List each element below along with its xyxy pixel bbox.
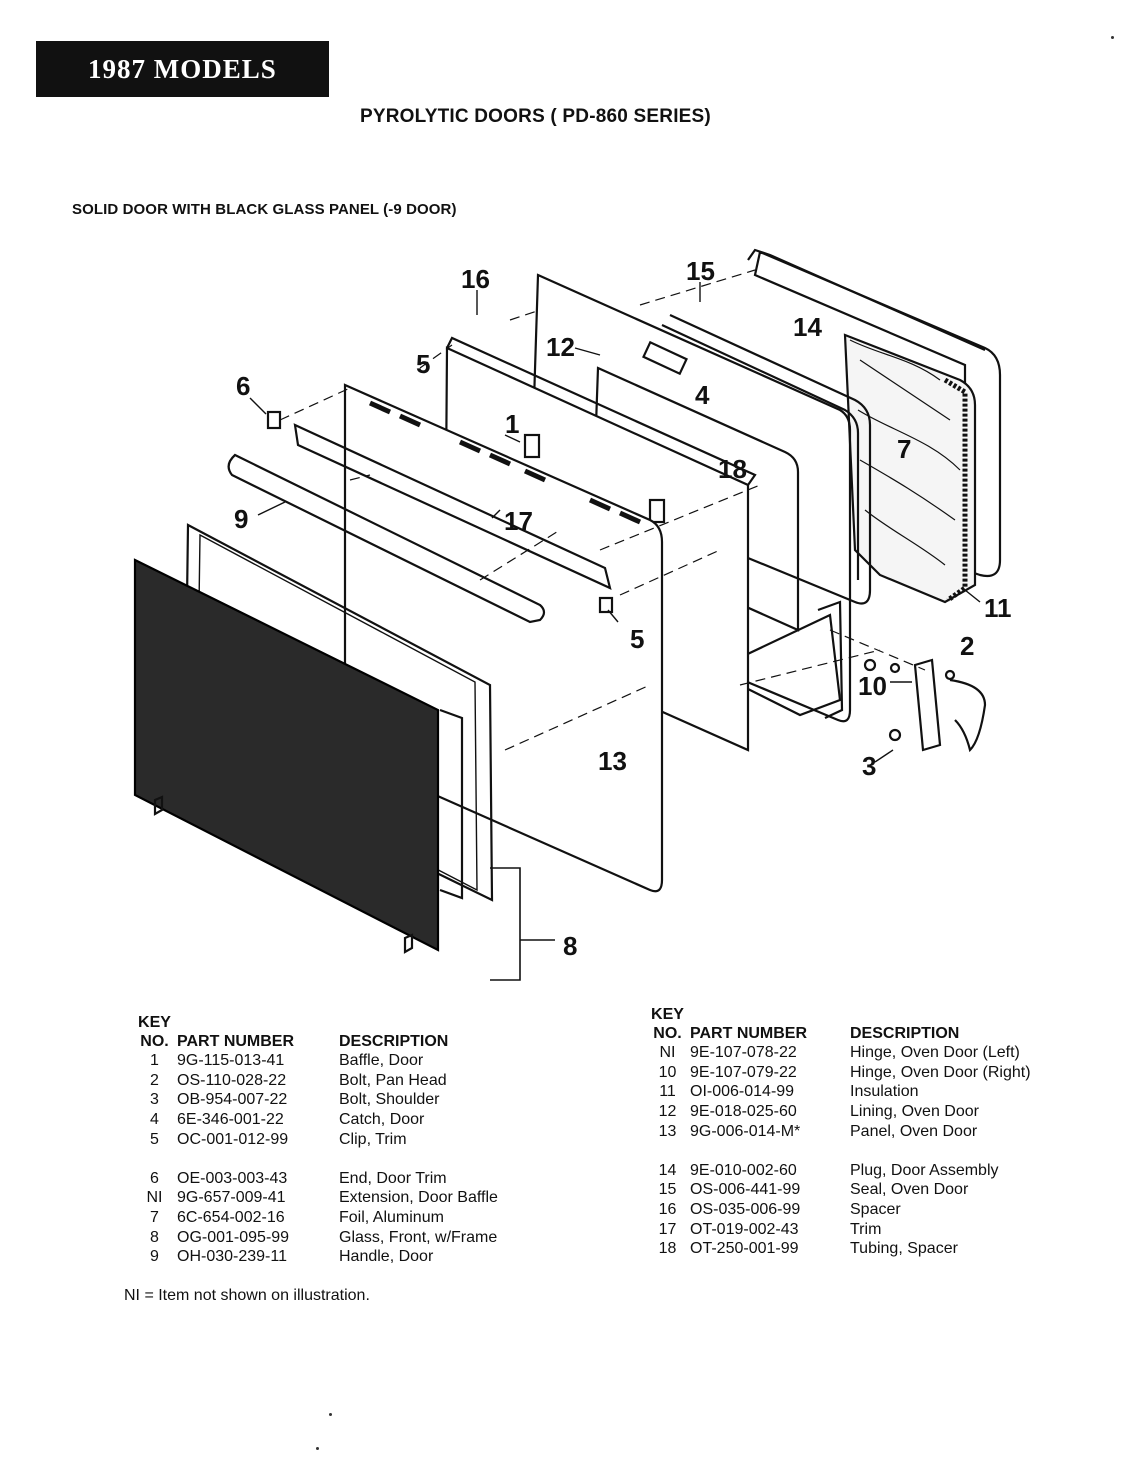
part-door-lining-window bbox=[590, 366, 800, 632]
callout-8: 8 bbox=[563, 931, 577, 961]
part-door-plug-inner bbox=[747, 248, 986, 352]
description-header: DESCRIPTION bbox=[850, 1025, 960, 1042]
part-door-seal bbox=[669, 314, 872, 605]
part-door-handle bbox=[227, 453, 546, 624]
scan-speck bbox=[329, 1413, 332, 1416]
callout-17: 17 bbox=[504, 506, 533, 536]
part-hinge-right bbox=[913, 658, 942, 752]
part-insulation-edge bbox=[943, 377, 968, 603]
callout-4: 4 bbox=[695, 380, 710, 410]
callout-3: 3 bbox=[862, 751, 876, 781]
callout-12: 12 bbox=[546, 332, 575, 362]
callout-5-bottom: 5 bbox=[630, 624, 644, 654]
part-insulation bbox=[843, 333, 977, 604]
callout-18: 18 bbox=[718, 454, 747, 484]
callout-16: 16 bbox=[461, 264, 490, 294]
part-door-plug bbox=[753, 250, 1002, 578]
part-trim bbox=[293, 423, 612, 590]
callout-5-top: 5 bbox=[416, 349, 430, 379]
part-number-header: PART NUMBER bbox=[177, 1033, 295, 1050]
diagram-callouts: 16 15 14 12 4 5 6 1 18 7 9 17 5 11 2 10 … bbox=[234, 256, 1012, 961]
scan-speck bbox=[1111, 36, 1114, 39]
banner-text: 1987 MODELS bbox=[88, 54, 277, 84]
callout-14: 14 bbox=[793, 312, 822, 342]
callout-2: 2 bbox=[960, 631, 974, 661]
description-header: DESCRIPTION bbox=[339, 1033, 449, 1050]
part-door-lining bbox=[526, 273, 852, 723]
callout-11: 11 bbox=[984, 593, 1012, 623]
callout-1: 1 bbox=[505, 409, 519, 439]
part-front-glass bbox=[133, 558, 440, 952]
part-trim-clip bbox=[598, 596, 614, 614]
footnote: NI = Item not shown on illustration. bbox=[124, 1287, 370, 1304]
exploded-door-diagram: 16 15 14 12 4 5 6 1 18 7 9 17 5 11 2 10 … bbox=[133, 248, 1012, 981]
scan-speck bbox=[316, 1447, 319, 1450]
page-title: PYROLYTIC DOORS ( PD-860 SERIES) bbox=[360, 106, 711, 127]
callout-15: 15 bbox=[686, 256, 715, 286]
part-door-trim-end bbox=[266, 410, 282, 430]
page-subtitle: SOLID DOOR WITH BLACK GLASS PANEL (-9 DO… bbox=[72, 201, 457, 218]
models-banner: 1987 MODELS bbox=[36, 41, 329, 97]
callout-10: 10 bbox=[858, 671, 887, 701]
part-door-catch bbox=[642, 340, 688, 376]
callout-13: 13 bbox=[598, 746, 627, 776]
part-number-header: PART NUMBER bbox=[690, 1025, 808, 1042]
callout-6: 6 bbox=[236, 371, 250, 401]
callout-7: 7 bbox=[897, 434, 911, 464]
callout-9: 9 bbox=[234, 504, 248, 534]
